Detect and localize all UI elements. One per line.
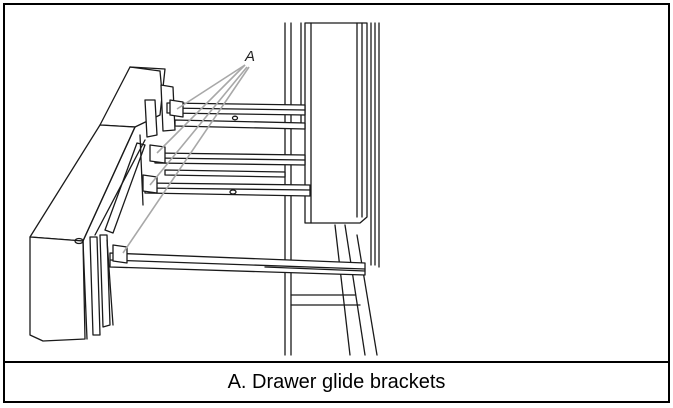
drawer-illustration: A	[5, 5, 668, 363]
figure-frame: A A. Drawer glide brackets	[3, 3, 670, 403]
callout-leader-lines	[122, 64, 250, 254]
callout-label-a: A	[244, 48, 255, 65]
cabinet-door	[304, 22, 380, 268]
glide-rails	[109, 102, 366, 276]
figure-caption: A. Drawer glide brackets	[227, 370, 446, 393]
lower-drawer-front	[29, 124, 146, 342]
drawer-glide-drawing: A	[29, 22, 380, 356]
